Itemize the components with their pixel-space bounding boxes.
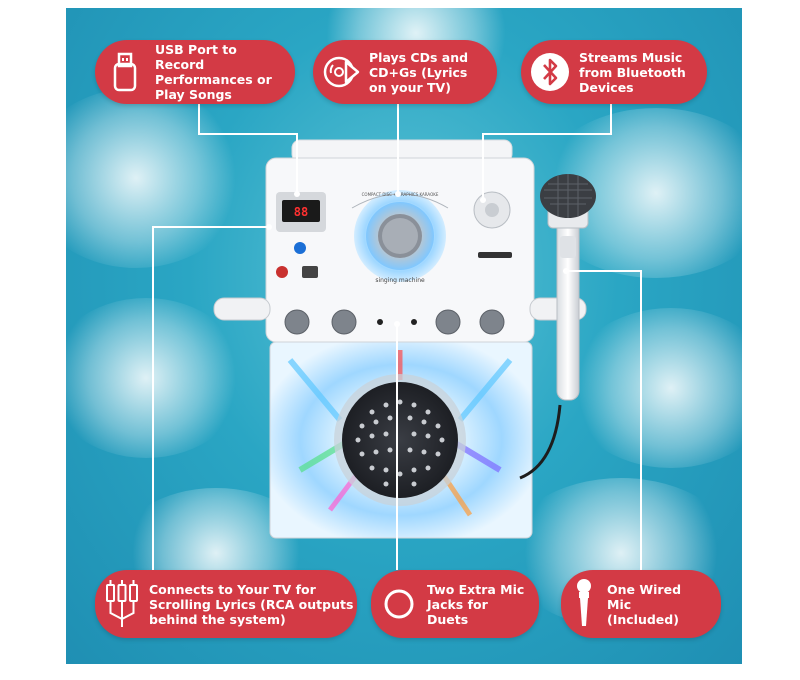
connector-dot-mic-jacks bbox=[394, 321, 400, 327]
svg-text:singing machine: singing machine bbox=[375, 277, 425, 284]
usb-drive-icon bbox=[95, 40, 155, 104]
connector-dot-bt bbox=[480, 197, 486, 203]
connector-dot-usb bbox=[294, 191, 300, 197]
callout-tv-text: Connects to Your TV for Scrolling Lyrics… bbox=[149, 581, 354, 627]
callout-wired-mic: One Wired Mic (Included) bbox=[561, 570, 721, 638]
callout-mic-jacks: Two Extra Mic Jacks for Duets bbox=[371, 570, 539, 638]
connector-dot-cd bbox=[395, 191, 401, 197]
connector-wired-mic bbox=[640, 270, 642, 572]
connector-bt-v2 bbox=[482, 133, 484, 199]
rca-cable-icon bbox=[95, 570, 149, 638]
mic-jack-icon bbox=[371, 570, 427, 638]
svg-text:88: 88 bbox=[294, 205, 308, 219]
callout-usb-text: USB Port to Record Performances or Play … bbox=[155, 42, 272, 102]
bluetooth-icon bbox=[521, 40, 579, 104]
connector-usb bbox=[198, 103, 200, 133]
product-image-panel: 88 COMPACT DISC + GRAPHICS KARAOKE singi… bbox=[66, 8, 742, 664]
connector-cd bbox=[397, 103, 399, 193]
callout-wired-mic-text: One Wired Mic (Included) bbox=[607, 581, 682, 627]
connector-tv-h bbox=[152, 226, 268, 228]
connector-mic-jacks bbox=[396, 324, 398, 570]
karaoke-machine-image: 88 COMPACT DISC + GRAPHICS KARAOKE singi… bbox=[213, 139, 596, 539]
callout-usb: USB Port to Record Performances or Play … bbox=[95, 40, 295, 104]
connector-bt bbox=[610, 103, 612, 135]
connector-wired-mic-h bbox=[566, 270, 642, 272]
callout-cd: Plays CDs and CD+Gs (Lyrics on your TV) bbox=[313, 40, 497, 104]
microphone-icon bbox=[561, 570, 607, 638]
callout-bluetooth-text: Streams Music from Bluetooth Devices bbox=[579, 49, 686, 95]
cd-disc-icon bbox=[313, 40, 369, 104]
connector-bt-h bbox=[482, 133, 612, 135]
connector-usb-v2 bbox=[296, 133, 298, 193]
callout-tv: Connects to Your TV for Scrolling Lyrics… bbox=[95, 570, 357, 638]
callout-mic-jacks-text: Two Extra Mic Jacks for Duets bbox=[427, 581, 525, 627]
callout-bluetooth: Streams Music from Bluetooth Devices bbox=[521, 40, 707, 104]
callout-cd-text: Plays CDs and CD+Gs (Lyrics on your TV) bbox=[369, 49, 469, 95]
connector-dot-wired-mic bbox=[563, 268, 569, 274]
connector-usb-h bbox=[198, 133, 298, 135]
connector-tv bbox=[152, 226, 154, 572]
connector-dot-tv bbox=[266, 224, 272, 230]
